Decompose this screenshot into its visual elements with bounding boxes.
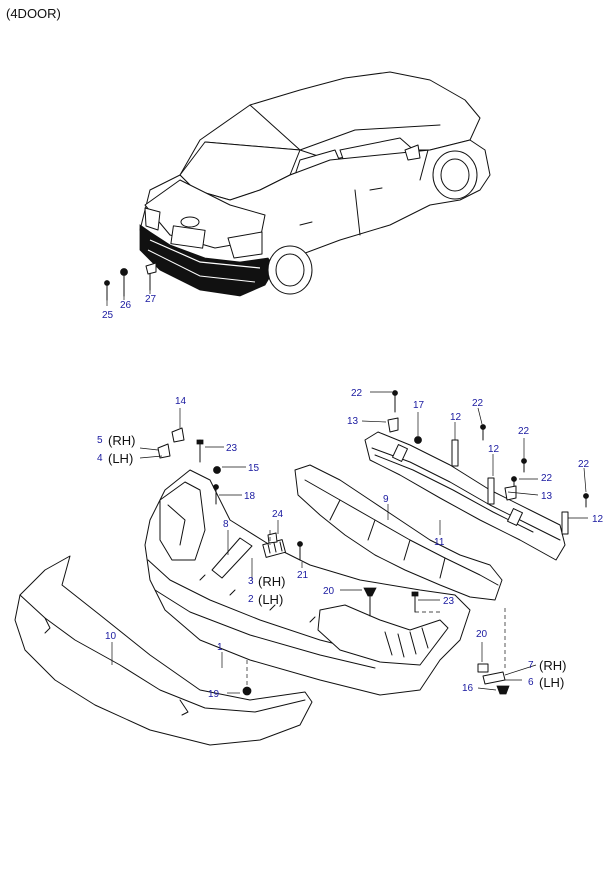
bumper-body <box>144 469 471 696</box>
callout-labels: 25 26 27 14 5 4 23 15 18 8 24 3 2 21 22 … <box>97 294 604 700</box>
callout-22-e: 22 <box>578 459 590 470</box>
bumper-cover <box>14 555 313 746</box>
callout-10: 10 <box>105 631 117 642</box>
side-2-lh: (LH) <box>258 592 283 607</box>
callout-16: 16 <box>462 683 474 694</box>
callout-22-c: 22 <box>518 426 530 437</box>
side-bracket-upper <box>157 427 185 459</box>
callout-4: 4 <box>97 453 103 464</box>
callout-18: 18 <box>244 491 256 502</box>
callout-15: 15 <box>248 463 260 474</box>
callout-26: 26 <box>120 300 132 311</box>
callout-3: 3 <box>248 576 254 587</box>
callout-21: 21 <box>297 570 309 581</box>
callout-12-c: 12 <box>592 514 604 525</box>
callout-12-b: 12 <box>488 444 500 455</box>
callout-7: 7 <box>528 660 534 671</box>
callout-12-a: 12 <box>450 412 462 423</box>
callout-25: 25 <box>102 310 114 321</box>
callout-23-upper: 23 <box>226 443 238 454</box>
callout-27: 27 <box>145 294 157 305</box>
diagram-title: (4DOOR) <box>6 6 61 21</box>
callout-13-a: 13 <box>347 416 359 427</box>
energy-absorber <box>294 464 503 601</box>
side-labels: (RH) (LH) (RH) (LH) (RH) (LH) <box>108 433 566 690</box>
callout-9: 9 <box>383 494 389 505</box>
side-3-rh: (RH) <box>258 574 285 589</box>
callout-23-lower: 23 <box>443 596 455 607</box>
callout-22-d: 22 <box>541 473 553 484</box>
callout-22-b: 22 <box>472 398 484 409</box>
callout-8: 8 <box>223 519 229 530</box>
bumper-beam <box>364 431 566 561</box>
side-6-lh: (LH) <box>539 675 564 690</box>
fasteners <box>196 390 589 696</box>
callout-6: 6 <box>528 677 534 688</box>
callout-20-a: 20 <box>323 586 335 597</box>
side-5-rh: (RH) <box>108 433 135 448</box>
callout-2: 2 <box>248 594 254 605</box>
callout-19: 19 <box>208 689 220 700</box>
callout-1: 1 <box>217 642 223 653</box>
bumper-stay <box>211 537 253 579</box>
callout-20-b: 20 <box>476 629 488 640</box>
callout-17: 17 <box>413 400 425 411</box>
side-4-lh: (LH) <box>108 451 133 466</box>
callout-5: 5 <box>97 435 103 446</box>
side-7-rh: (RH) <box>539 658 566 673</box>
callout-24: 24 <box>272 509 284 520</box>
car-illustration <box>139 71 491 297</box>
car-fasteners <box>104 262 157 301</box>
leader-lines <box>106 290 588 694</box>
callout-22-a: 22 <box>351 388 363 399</box>
callout-13-b: 13 <box>541 491 553 502</box>
callout-14: 14 <box>175 396 187 407</box>
callout-11: 11 <box>434 537 445 548</box>
